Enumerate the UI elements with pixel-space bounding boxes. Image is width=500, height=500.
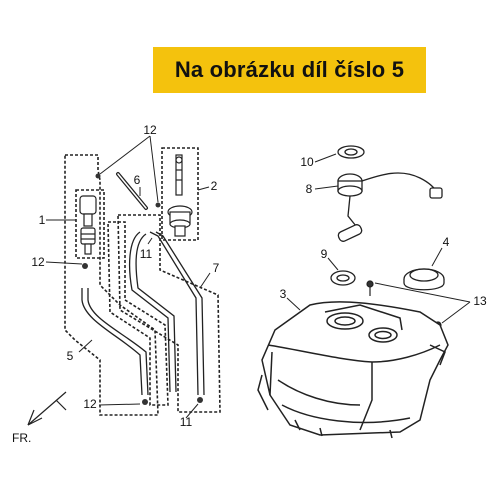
valve-1 <box>79 195 97 255</box>
callout-6: 6 <box>134 173 141 187</box>
banner-text: Na obrázku díl číslo 5 <box>174 57 405 82</box>
clamp-11-bottom <box>197 397 203 403</box>
callout-2: 2 <box>211 179 218 193</box>
clamp-12-top <box>95 173 101 179</box>
callout-11-mid: 11 <box>140 247 153 261</box>
fuel-tank-3 <box>257 301 449 439</box>
hose-7 <box>149 231 199 396</box>
sender-wire <box>361 172 439 195</box>
part-number-banner: Na obrázku díl číslo 5 <box>153 47 426 93</box>
hoses <box>81 231 205 396</box>
hose-11-outline <box>107 221 169 406</box>
fuel-sender <box>337 145 443 242</box>
callout-4: 4 <box>443 235 450 249</box>
callout-3: 3 <box>280 287 287 301</box>
float <box>337 224 363 242</box>
clamp-12-left <box>82 263 88 269</box>
callout-11-bottom: 11 <box>180 415 193 429</box>
clamp-12-top2 <box>155 202 161 208</box>
callout-5: 5 <box>67 349 74 363</box>
dashed-group-outlines <box>64 147 221 416</box>
hose-5 <box>81 288 143 396</box>
callout-13: 13 <box>473 294 487 308</box>
clamps <box>82 173 203 405</box>
fuel-cap-4 <box>403 268 445 291</box>
callout-8: 8 <box>306 182 313 196</box>
hose-5-outline <box>64 154 159 416</box>
callout-10: 10 <box>300 155 314 169</box>
hose-7-outline <box>117 214 221 413</box>
ring-10-inner <box>344 148 358 156</box>
front-direction-arrow <box>27 391 67 426</box>
hose-11 <box>128 231 171 393</box>
callout-7: 7 <box>213 261 220 275</box>
hose-7-edge <box>155 231 205 396</box>
callout-12-bottom: 12 <box>83 397 97 411</box>
valve-2 <box>167 154 193 237</box>
hose-11-edge <box>135 233 177 393</box>
wire-connector <box>429 187 443 199</box>
rod-6 <box>116 172 148 210</box>
valve-1-box <box>75 189 105 259</box>
callout-1: 1 <box>39 213 46 227</box>
hose-5-edge <box>87 288 149 396</box>
callout-12-top: 12 <box>143 123 157 137</box>
front-label: FR. <box>12 431 31 445</box>
clamp-12-bottom <box>142 399 148 405</box>
callout-12-left: 12 <box>31 255 45 269</box>
valve-2-box <box>161 147 199 241</box>
callout-9: 9 <box>321 247 328 261</box>
leader-lines <box>45 135 471 419</box>
callout-numbers: 12 6 2 1 12 11 7 5 12 11 10 8 9 4 3 13 F… <box>12 123 487 445</box>
gasket-9 <box>330 270 356 286</box>
